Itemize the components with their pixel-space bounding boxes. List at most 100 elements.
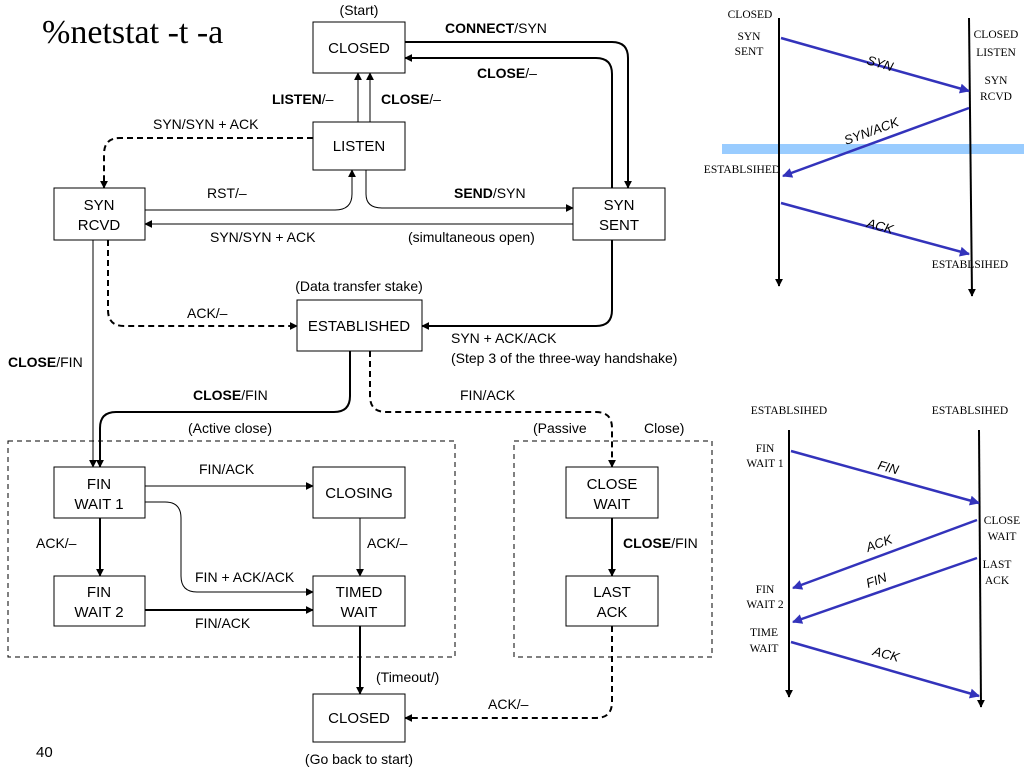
teardown-msg-fin-1: FIN <box>876 457 901 477</box>
handshake-closed-listen-2: LISTEN <box>976 47 1016 59</box>
arrow-ack-est <box>107 240 298 330</box>
transition-listen-action: /– <box>322 91 334 107</box>
state-listen <box>312 121 406 171</box>
teardown-time-wait-b: WAIT <box>750 643 779 655</box>
slide-title: %netstat -t -a <box>42 14 224 51</box>
transition-connect-event: CONNECT <box>445 20 515 36</box>
state-closing <box>312 466 406 519</box>
handshake-client-closed: CLOSED <box>728 9 773 21</box>
transition-close-listen-event: CLOSE <box>381 91 429 107</box>
handshake-arrow-synack <box>782 106 970 178</box>
label-listen: LISTEN <box>333 138 386 155</box>
transition-close-fin-cw: CLOSE/FIN <box>623 535 698 551</box>
transition-ack-fw1: ACK/– <box>36 535 77 551</box>
transition-listen-event: LISTEN <box>272 91 322 107</box>
transition-close-listen: CLOSE/– <box>381 91 441 107</box>
teardown-server-timeline <box>976 429 985 708</box>
arrow-send <box>365 170 574 212</box>
teardown-arrow-fin-1 <box>790 449 980 506</box>
state-fin-wait-2 <box>53 575 146 627</box>
transition-send: SEND/SYN <box>454 185 526 201</box>
state-timed-wait <box>312 575 406 627</box>
annotation-timeout: (Timeout/) <box>376 669 439 685</box>
annotation-start: (Start) <box>340 2 379 18</box>
handshake-left-established: ESTABLSIHED <box>704 164 780 176</box>
transition-rst: RST/– <box>207 185 247 201</box>
label-close-wait-a: CLOSE <box>587 476 638 493</box>
label-close-wait-b: WAIT <box>594 496 631 513</box>
teardown-fin-wait-1-b: WAIT 1 <box>746 458 783 470</box>
handshake-server-timeline <box>967 17 976 297</box>
annotation-step3: (Step 3 of the three-way handshake) <box>451 350 677 366</box>
transition-close-top-event: CLOSE <box>477 65 525 81</box>
handshake-msg-syn: SYN <box>865 52 895 74</box>
teardown-right-header: ESTABLSIHED <box>932 405 1008 417</box>
transition-fin-ack-passive: FIN/ACK <box>460 387 516 403</box>
arrow-close-top <box>404 54 613 188</box>
handshake-arrow-ack <box>780 201 970 257</box>
teardown-left-header: ESTABLSIHED <box>751 405 827 417</box>
transition-syn-synack-sim: SYN/SYN + ACK <box>210 229 316 245</box>
label-fin-wait-2-a: FIN <box>87 584 111 601</box>
label-syn-rcvd-2: RCVD <box>78 217 121 234</box>
handshake-arrow-syn <box>780 36 970 94</box>
handshake-closed-listen-1: CLOSED <box>974 29 1019 41</box>
teardown-msg-fin-2: FIN <box>864 569 889 590</box>
label-syn-rcvd-1: SYN <box>84 197 115 214</box>
transition-synack-ack: SYN + ACK/ACK <box>451 330 557 346</box>
transition-fin-ack-closing: FIN/ACK <box>199 461 255 477</box>
teardown-arrow-ack-2 <box>790 640 980 699</box>
label-closed-top: CLOSED <box>328 40 390 57</box>
transition-close-fin-left-action: /FIN <box>56 354 82 370</box>
transition-syn-synack: SYN/SYN + ACK <box>153 116 259 132</box>
label-fin-wait-1-a: FIN <box>87 476 111 493</box>
arrow-close-fin-est <box>96 351 351 468</box>
transition-ack-lastack: ACK/– <box>488 696 529 712</box>
teardown-last-ack-b: ACK <box>985 575 1010 587</box>
state-fin-wait-1 <box>53 466 146 519</box>
teardown-close-wait-a: CLOSE <box>984 515 1020 527</box>
handshake-right-established: ESTABLSIHED <box>932 259 1008 271</box>
annotation-go-back: (Go back to start) <box>305 751 413 767</box>
page-number: 40 <box>36 744 53 761</box>
teardown-time-wait-a: TIME <box>750 627 778 639</box>
teardown-fin-wait-2-b: WAIT 2 <box>746 599 783 611</box>
state-established <box>296 299 423 352</box>
teardown-fin-wait-2-a: FIN <box>756 584 775 596</box>
handshake-msg-ack: ACK <box>864 215 896 237</box>
active-close-region <box>7 440 456 658</box>
handshake-syn-sent-2: SENT <box>735 46 764 58</box>
transition-ack-closing: ACK/– <box>367 535 408 551</box>
transition-close-fin-cw-event: CLOSE <box>623 535 671 551</box>
arrow-rst <box>145 169 356 211</box>
transition-close-top-action: /– <box>525 65 537 81</box>
label-fin-wait-2-b: WAIT 2 <box>74 604 123 621</box>
transition-close-fin-est-event: CLOSE <box>193 387 241 403</box>
arrow-synack-ack <box>421 240 613 330</box>
highlight-bar <box>722 144 1024 154</box>
transition-listen: LISTEN/– <box>272 91 334 107</box>
state-syn-sent <box>572 187 666 241</box>
state-closed-top <box>312 21 406 74</box>
transition-ack-est: ACK/– <box>187 305 228 321</box>
annotation-passive: (Passive <box>533 420 587 436</box>
state-last-ack <box>565 575 659 627</box>
label-syn-sent-1: SYN <box>604 197 635 214</box>
transition-close-top: CLOSE/– <box>477 65 537 81</box>
arrow-connect <box>405 41 632 189</box>
teardown-last-ack-a: LAST <box>983 559 1012 571</box>
label-syn-sent-2: SENT <box>599 217 639 234</box>
label-last-ack-a: LAST <box>593 584 631 601</box>
label-timed-wait-a: TIMED <box>336 584 383 601</box>
annotation-close-paren: Close) <box>644 420 684 436</box>
label-established: ESTABLISHED <box>308 318 410 335</box>
label-timed-wait-b: WAIT <box>341 604 378 621</box>
handshake-syn-rcvd-2: RCVD <box>980 91 1012 103</box>
teardown-close-wait-b: WAIT <box>988 531 1017 543</box>
annotation-simultaneous-open: (simultaneous open) <box>408 229 535 245</box>
annotation-data-transfer: (Data transfer stake) <box>295 278 423 294</box>
label-fin-wait-1-b: WAIT 1 <box>74 496 123 513</box>
transition-close-fin-left: CLOSE/FIN <box>8 354 83 370</box>
arrow-fin-ack-ack <box>145 501 314 596</box>
